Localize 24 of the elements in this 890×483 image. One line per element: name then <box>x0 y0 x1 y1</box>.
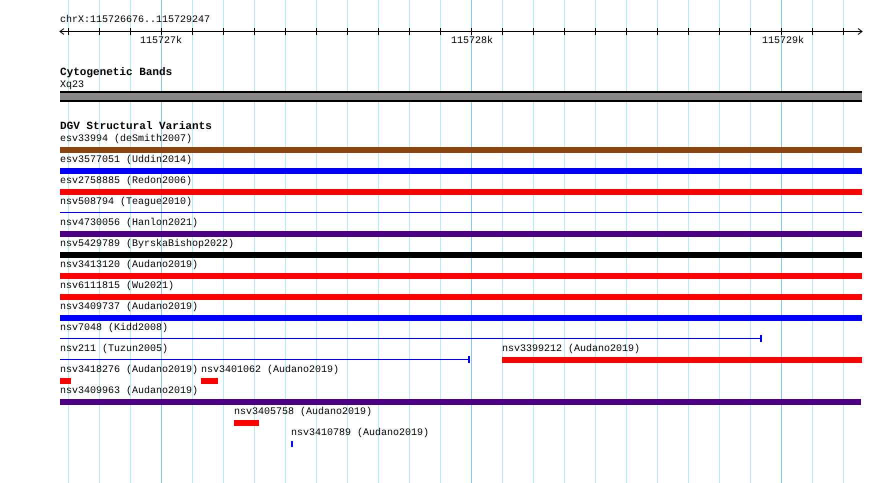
variant-label: nsv4730056 (Hanlon2021) <box>60 218 198 230</box>
track-heading: Cytogenetic Bands <box>60 67 172 79</box>
variant-label: esv2758885 (Redon2006) <box>60 176 192 188</box>
scale-label: 115729k <box>762 36 804 48</box>
band-label: Xq23 <box>60 80 84 92</box>
scale-label: 115728k <box>451 36 494 48</box>
variant-label: nsv7048 (Kidd2008) <box>60 323 168 335</box>
variant-label: nsv3409737 (Audano2019) <box>60 302 198 314</box>
variant-label: nsv5429789 (ByrskaBishop2022) <box>60 239 234 251</box>
variant-label: esv33994 (deSmith2007) <box>60 134 192 146</box>
track-heading: DGV Structural Variants <box>60 121 212 133</box>
variant-label: nsv6111815 (Wu2021) <box>60 281 174 293</box>
variant-label: nsv211 (Tuzun2005) <box>60 344 168 356</box>
variant-label: nsv3409963 (Audano2019) <box>60 386 198 398</box>
variant-label: nsv3410789 (Audano2019) <box>291 428 430 440</box>
variant-label: nsv3399212 (Audano2019) <box>502 344 640 356</box>
variant-label: nsv508794 (Teague2010) <box>60 197 192 209</box>
scale-label: 115727k <box>140 36 182 48</box>
variant-label: nsv3413120 (Audano2019) <box>60 260 198 272</box>
region-label: chrX:115726676..115729247 <box>60 15 210 27</box>
variant-label: esv3577051 (Uddin2014) <box>60 155 192 167</box>
variant-label: nsv3401062 (Audano2019) <box>201 365 340 377</box>
variant-label: nsv3405758 (Audano2019) <box>234 407 372 419</box>
variant-label: nsv3418276 (Audano2019) <box>60 365 198 377</box>
